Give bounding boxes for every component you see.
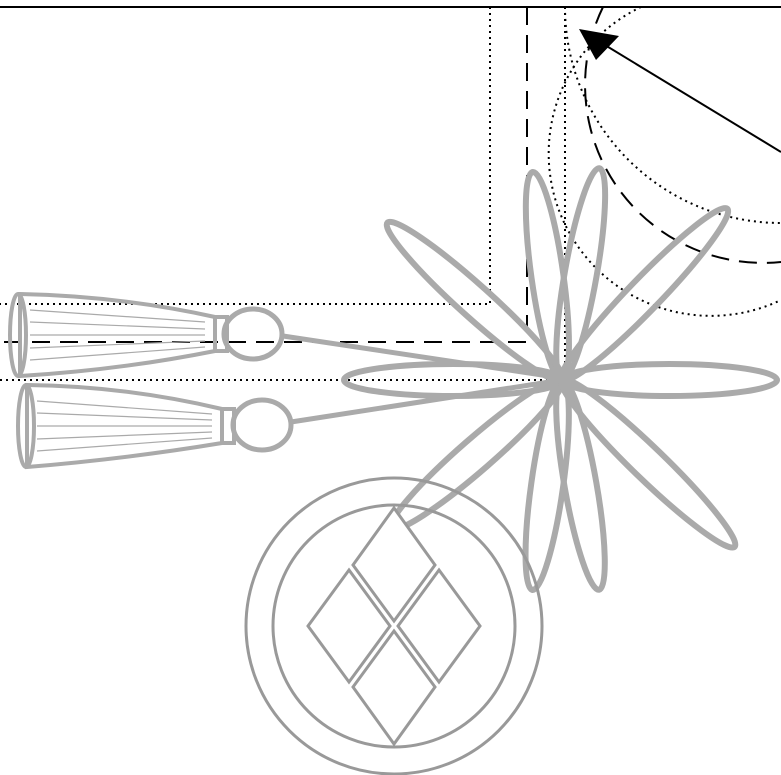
tassel-top-knot <box>221 306 285 362</box>
arc-dotted-outer <box>547 6 781 317</box>
crest-diamond-bottom <box>351 628 437 747</box>
arc-dotted-inner <box>564 6 781 224</box>
pointer-arrow <box>579 29 781 153</box>
tassel-top-fringe <box>29 309 206 361</box>
corner-arcs <box>547 6 781 317</box>
flower-petal-4 <box>553 165 609 384</box>
tassel-bottom-knot <box>230 397 294 453</box>
flower-petal-1 <box>559 361 780 399</box>
tassel-bottom <box>16 377 563 470</box>
tassel-top-end <box>8 292 28 378</box>
crest-outer-ring <box>244 476 544 775</box>
tassel-top-cord <box>282 333 563 381</box>
vertical-dashed-guide <box>0 7 528 343</box>
arc-dashed <box>584 6 781 264</box>
crest-emblem <box>244 476 544 775</box>
arrowhead-icon <box>579 29 619 60</box>
crest-diamond-top <box>351 505 437 624</box>
crest-inner-ring <box>271 503 517 749</box>
tassel-bottom-cord <box>290 377 563 425</box>
crest-diamond-right <box>396 567 482 685</box>
arrow-shaft <box>599 41 781 153</box>
tassel-bottom-end <box>16 383 36 469</box>
vertical-dotted-guide-outer <box>0 7 491 305</box>
tassel-top <box>8 291 563 381</box>
tassel-bottom-fringe <box>36 400 213 452</box>
crest-diamond-left <box>306 567 392 685</box>
